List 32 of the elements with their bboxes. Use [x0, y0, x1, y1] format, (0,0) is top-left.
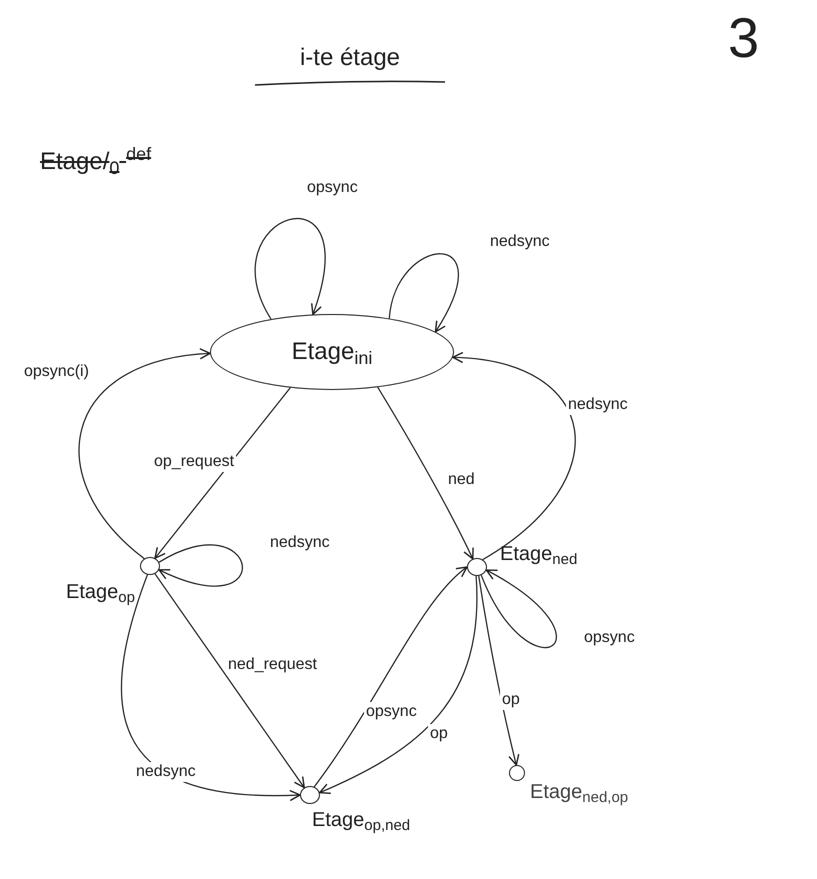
- edge-label: opsync: [364, 702, 419, 722]
- arrow: [452, 352, 576, 560]
- arrow: [154, 573, 305, 788]
- title: i-te étage: [298, 43, 402, 73]
- arrow: [478, 576, 520, 766]
- state-name: Etage$_{op}$: [66, 580, 135, 606]
- arrow: [78, 348, 211, 560]
- arrow: [480, 569, 557, 648]
- edge-label: op: [500, 690, 522, 710]
- edge-label: op: [428, 724, 450, 744]
- state-circle: [509, 765, 525, 781]
- arrow: [388, 253, 459, 333]
- state-circle: [300, 786, 320, 804]
- state-circle: [140, 557, 160, 575]
- state-name: Etage$_{ned}$: [500, 542, 578, 568]
- state-name: Etage$_{op,ned}$: [312, 808, 410, 834]
- arrow: [377, 386, 474, 560]
- state-circle: [467, 558, 487, 576]
- arrow: [158, 544, 243, 586]
- edge-label: nedsync: [566, 395, 630, 415]
- arrow: [120, 574, 301, 801]
- edge-label: ned_request: [226, 655, 319, 675]
- arrow: [154, 387, 291, 559]
- state-name: Etage$_{ini}$: [292, 337, 372, 368]
- edge-label: nedsync: [134, 762, 198, 782]
- edge-label: opsync(i): [22, 362, 91, 382]
- page-number: 3: [728, 10, 760, 66]
- edge-label: nedsync: [268, 533, 332, 553]
- edge-label: op_request: [152, 452, 236, 472]
- edge-label: nedsync: [488, 232, 552, 252]
- state-name: Etage$_{ned,op}$: [530, 780, 628, 806]
- arrow: [254, 218, 326, 320]
